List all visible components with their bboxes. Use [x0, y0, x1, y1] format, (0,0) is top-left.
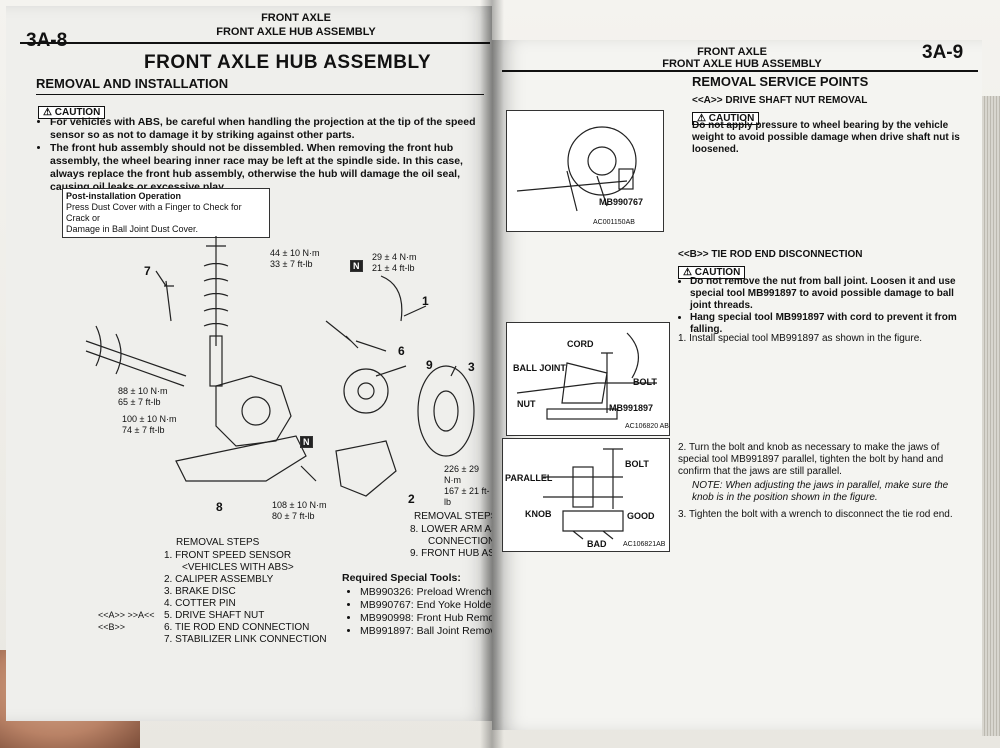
left-header-line1: FRONT AXLE — [261, 12, 331, 24]
tie-rod-caution-list: Do not remove the nut from ball joint. L… — [678, 276, 968, 336]
removal-step-7: 7. STABILIZER LINK CONNECTION — [164, 634, 327, 645]
left-caution-list: For vehicles with ABS, be careful when h… — [38, 116, 488, 194]
part-label-1: 1 — [422, 294, 429, 308]
exploded-diagram — [85, 236, 475, 497]
figure-drive-shaft-nut: MB990767 AC001150AB — [506, 110, 664, 232]
right-header-rule — [502, 70, 978, 72]
part-label-7: 7 — [144, 264, 151, 278]
fig1-tool-label: MB990767 — [599, 197, 644, 207]
removal-step-3: 3. BRAKE DISC — [164, 586, 236, 597]
step-ref-b: <<B>> — [98, 622, 126, 632]
n-mark-lower: N — [300, 436, 313, 448]
part-label-2: 2 — [408, 492, 415, 506]
left-header-line2: FRONT AXLE HUB ASSEMBLY — [216, 26, 376, 38]
fig3-code: AC106821AB — [623, 541, 666, 548]
left-caution-bullet-2: The front hub assembly should not be dis… — [50, 142, 488, 194]
tie-rod-title: <<B>> TIE ROD END DISCONNECTION — [678, 249, 863, 260]
part-label-9: 9 — [426, 358, 433, 372]
figure-drive-shaft-illustration — [516, 126, 637, 212]
right-caution-tag-b: ⚠ CAUTION — [678, 262, 746, 280]
post-installation-box: Post-installation Operation Press Dust C… — [62, 188, 270, 238]
warning-icon: ⚠ — [683, 267, 695, 278]
left-page-number: 3A-8 — [26, 30, 68, 51]
book-spine-shadow — [480, 0, 504, 748]
part-label-8: 8 — [216, 500, 223, 514]
fig2-ball-joint: BALL JOINT — [513, 363, 566, 373]
figure-jaw-illustration — [543, 448, 624, 540]
figure-jaw-parallel: BOLT PARALLEL KNOB GOOD BAD AC106821AB — [502, 438, 670, 552]
figure-ball-joint-illustration — [516, 332, 657, 420]
removal-step-2: 2. CALIPER ASSEMBLY — [164, 574, 274, 585]
warning-icon: ⚠ — [697, 113, 709, 124]
left-section-rule — [36, 94, 484, 95]
n-mark-upper: N — [350, 260, 363, 272]
left-caution-tag: ⚠ CAUTION — [38, 102, 106, 120]
removal-step-1-note: <VEHICLES WITH ABS> — [182, 562, 294, 573]
fig3-bolt: BOLT — [625, 459, 649, 469]
left-section-heading: REMOVAL AND INSTALLATION — [36, 76, 229, 91]
page-stack-edge — [982, 96, 1000, 736]
right-header-line2: FRONT AXLE HUB ASSEMBLY — [662, 58, 822, 70]
removal-steps-list: 1. FRONT SPEED SENSOR <VEHICLES WITH ABS… — [164, 550, 364, 646]
removal-step-4: 4. COTTER PIN — [164, 598, 236, 609]
fig2-tool: MB991897 — [609, 403, 654, 413]
post-op-line2: Damage in Ball Joint Dust Cover. — [66, 224, 199, 234]
fig3-good: GOOD — [627, 511, 655, 521]
post-op-line1: Press Dust Cover with a Finger to Check … — [66, 202, 242, 223]
figure-ball-joint-tool: CORD BALL JOINT BOLT NUT MB991897 AC1068… — [506, 322, 670, 436]
post-op-title: Post-installation Operation — [66, 191, 182, 201]
removal-steps-cont-list: 8. LOWER ARM ASSEMB CONNECTION 9. FRONT … — [410, 524, 492, 559]
fig3-parallel: PARALLEL — [505, 473, 553, 483]
special-tools-list: MB990326: Preload Wrench MB990767: End Y… — [348, 586, 492, 638]
left-header-rule — [20, 42, 490, 44]
fig2-nut: NUT — [517, 399, 536, 409]
tie-rod-step-1: 1. Install special tool MB991897 as show… — [678, 333, 923, 344]
tie-rod-step-2: 2. Turn the bolt and knob as necessary t… — [678, 442, 944, 477]
right-caution-tag-a: ⚠ CAUTION — [692, 108, 760, 126]
tie-rod-note: NOTE: When adjusting the jaws in paralle… — [692, 480, 949, 503]
fig2-bolt: BOLT — [633, 377, 657, 387]
fig2-code: AC106820 AB — [625, 423, 669, 430]
right-section-heading: REMOVAL SERVICE POINTS — [692, 74, 869, 89]
right-page-number: 3A-9 — [922, 42, 964, 63]
tie-rod-step-3: 3. Tighten the bolt with a wrench to dis… — [678, 509, 953, 520]
removal-step-5: 5. DRIVE SHAFT NUT — [164, 610, 265, 621]
part-label-3: 3 — [468, 360, 475, 374]
right-header-line1: FRONT AXLE — [697, 46, 767, 58]
fig3-knob: KNOB — [525, 509, 552, 519]
left-title: FRONT AXLE HUB ASSEMBLY — [144, 52, 432, 73]
removal-steps-title: REMOVAL STEPS — [176, 537, 260, 548]
left-page: 3A-8 FRONT AXLE FRONT AXLE HUB ASSEMBLY … — [6, 6, 492, 721]
removal-steps-cont-title: REMOVAL STEPS (Con — [414, 511, 492, 522]
fig2-cord: CORD — [567, 339, 594, 349]
right-page: FRONT AXLE FRONT AXLE HUB ASSEMBLY 3A-9 … — [492, 40, 982, 730]
fig3-bad: BAD — [587, 539, 607, 549]
part-label-6: 6 — [398, 344, 405, 358]
drive-shaft-nut-title: <<A>> DRIVE SHAFT NUT REMOVAL — [692, 95, 868, 106]
left-caution-bullet-1: For vehicles with ABS, be careful when h… — [50, 116, 488, 142]
special-tools-title: Required Special Tools: — [342, 572, 461, 584]
warning-icon: ⚠ — [43, 107, 55, 118]
removal-step-6: 6. TIE ROD END CONNECTION — [164, 622, 310, 633]
fig1-code: AC001150AB — [593, 219, 635, 226]
step-ref-a: <<A>> >>A<< — [98, 610, 155, 620]
removal-step-1: 1. FRONT SPEED SENSOR — [164, 550, 292, 561]
drive-shaft-caution-text: Do not apply pressure to wheel bearing b… — [692, 120, 960, 155]
